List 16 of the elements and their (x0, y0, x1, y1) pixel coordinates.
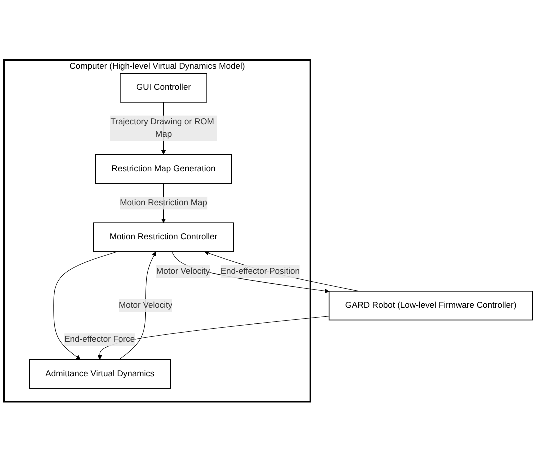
arrow (172, 252, 330, 294)
edge-label: Motor Velocity (156, 267, 210, 276)
arrow (98, 316, 330, 360)
node-box: Restriction Map Generation (95, 154, 232, 184)
arrow (54, 252, 118, 360)
edge-label: Motion Restriction Map (120, 198, 208, 208)
edge-label: Trajectory Drawing or ROM Map (110, 118, 214, 140)
node-box: GARD Robot (Low-level Firmware Controller) (328, 291, 534, 322)
arrow (204, 252, 360, 292)
edge-label: End-effector Position (220, 267, 300, 276)
node-box: Motion Restriction Controller (93, 223, 234, 253)
node-box: GUI Controller (120, 74, 208, 104)
node-box: Admittance Virtual Dynamics (29, 360, 172, 390)
arrow (119, 252, 156, 360)
edge-label: End-effector Force (64, 336, 136, 345)
edge-label: Motor Velocity (119, 301, 173, 310)
